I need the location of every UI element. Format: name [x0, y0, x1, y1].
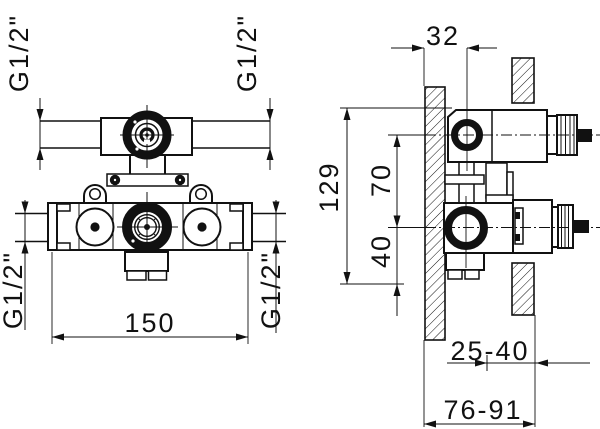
bottom-valve-spindle: [573, 220, 589, 233]
dim-label-76-91: 76-91: [443, 395, 522, 425]
outlet-side: [445, 252, 485, 271]
top-valve-side: [447, 109, 592, 163]
ear-hole-right: [194, 187, 208, 201]
dim-label-g12-top-right: G1/2": [232, 14, 262, 92]
tile-section-top: [511, 57, 535, 104]
dim-label-70: 70: [366, 163, 396, 197]
wall-section: [424, 86, 446, 341]
dim-label-g12-top-left: G1/2": [4, 14, 34, 92]
dim-depth-25-40: 25-40: [423, 315, 590, 427]
dim-depth-76-91: 76-91: [424, 395, 535, 428]
dim-inlet-bottom-left: G1/2": [0, 200, 29, 330]
dim-label-32: 32: [426, 21, 460, 51]
dim-spacing-70-40: 70 40: [366, 134, 425, 316]
top-stop-valve-dial: [120, 105, 174, 168]
dim-label-150: 150: [124, 308, 175, 338]
thermostat-dial: [117, 192, 178, 262]
valve-connector: [444, 161, 514, 208]
bottom-outlet: [124, 251, 169, 272]
dim-height-129: 129: [314, 107, 452, 285]
dim-label-g12-bottom-right: G1/2": [256, 251, 286, 329]
dim-inlet-top-right: G1/2": [232, 14, 274, 170]
bottom-port-ring: [444, 206, 488, 250]
pipe-union-right: [242, 202, 253, 251]
side-view: 32 129 70 40 25-40: [314, 21, 600, 428]
ear-hole-left: [88, 187, 102, 201]
mounting-plate: [106, 173, 189, 187]
dim-label-129: 129: [314, 161, 344, 212]
dim-label-40: 40: [366, 234, 396, 268]
mounting-ears: [83, 184, 213, 204]
dim-inlet-top-left: G1/2": [4, 14, 44, 170]
tile-section-bottom: [511, 262, 535, 316]
front-view: G1/2" G1/2" G1/2" G1/2" 1: [0, 14, 286, 344]
dim-inlet-bottom-right: G1/2": [256, 200, 286, 333]
dim-label-25-40: 25-40: [450, 336, 529, 366]
main-valve-body: [15, 192, 286, 281]
dim-label-g12-bottom-left: G1/2": [0, 251, 28, 329]
top-port-ring: [451, 119, 483, 151]
pipe-union-left: [47, 202, 58, 251]
side-pipe-stubs: [15, 212, 286, 243]
dim-width-150: 150: [51, 252, 249, 344]
top-valve-spindle: [577, 129, 592, 142]
dim-offset-32: 32: [391, 21, 497, 86]
